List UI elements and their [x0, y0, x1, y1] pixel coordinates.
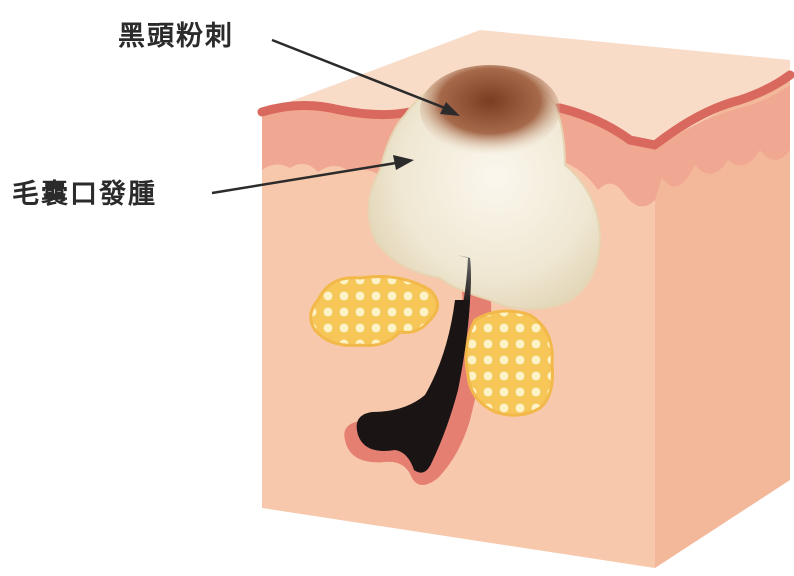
- blackhead-tip: [420, 65, 560, 155]
- blackhead-label: 黑頭粉刺: [118, 14, 234, 53]
- follicle-swelling-label: 毛囊口發腫: [12, 172, 157, 211]
- sebaceous-gland-right: [466, 311, 552, 415]
